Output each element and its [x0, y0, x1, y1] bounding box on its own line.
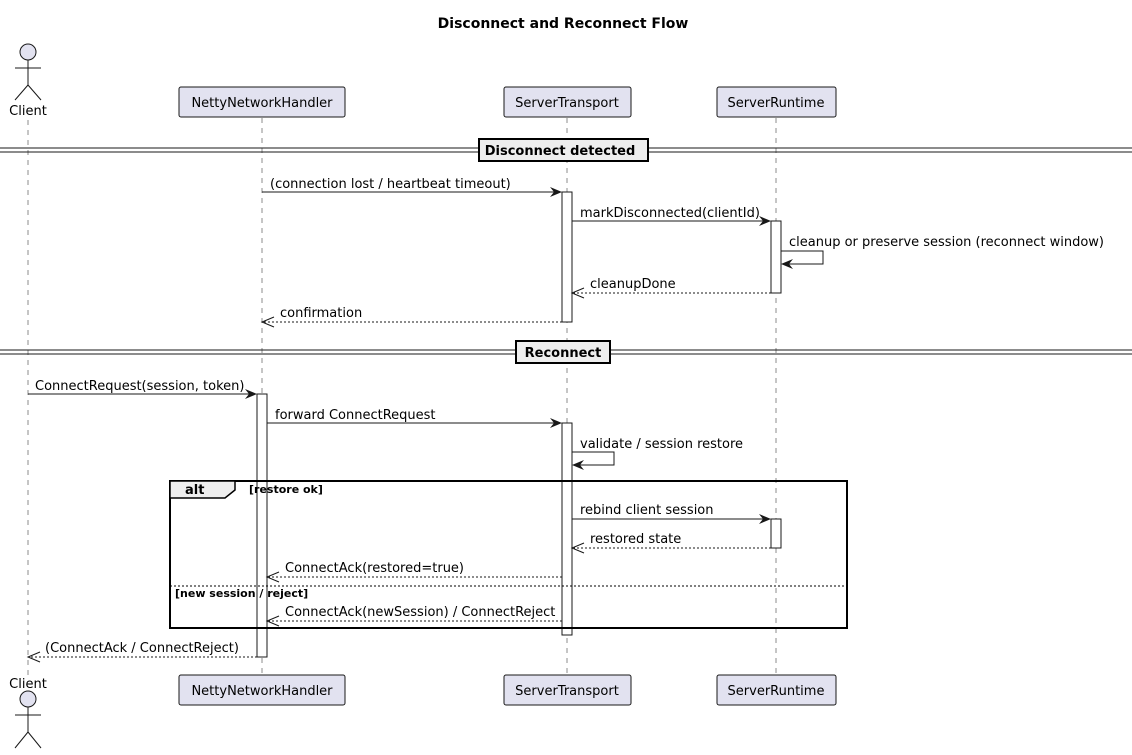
message-connect-ack-restored: ConnectAck(restored=true) — [265, 561, 562, 583]
divider-reconnect: Reconnect — [0, 340, 1132, 364]
message-label: rebind client session — [580, 503, 714, 518]
actor-client-top: Client — [9, 43, 47, 119]
arrowhead-icon — [26, 651, 41, 663]
diagram-title: Disconnect and Reconnect Flow — [438, 16, 689, 32]
participant-transport-top: ServerTransport — [503, 86, 632, 118]
activation-transport — [561, 191, 573, 323]
arrowhead-icon — [550, 418, 562, 428]
participant-runtime-label: ServerRuntime — [728, 96, 825, 111]
message-validate-self: validate / session restore — [572, 437, 743, 470]
participant-runtime-label: ServerRuntime — [728, 684, 825, 699]
actor-leg-left — [14, 84, 29, 101]
participant-box — [178, 86, 346, 118]
message-restored-state: restored state — [570, 532, 771, 554]
message-connect-ack-client: (ConnectAck / ConnectReject) — [26, 641, 257, 663]
message-mark-disconnected: markDisconnected(clientId) — [572, 206, 771, 226]
participant-client-label: Client — [9, 677, 47, 692]
message-label: restored state — [590, 532, 681, 547]
arrowhead-icon — [759, 514, 771, 524]
actor-client-bottom: Client — [9, 677, 47, 749]
activation-transport — [561, 422, 573, 636]
participant-transport-label: ServerTransport — [515, 684, 619, 699]
alt-keyword: alt — [185, 483, 204, 498]
alt-frame: alt [restore ok] [new session / reject] — [169, 480, 848, 629]
message-forward-connect-request: forward ConnectRequest — [267, 408, 562, 428]
participant-netty-top: NettyNetworkHandler — [178, 86, 346, 118]
arrowhead-icon — [759, 216, 771, 226]
message-label: ConnectRequest(session, token) — [35, 379, 244, 394]
participant-box — [503, 86, 632, 118]
message-line — [572, 451, 615, 466]
participant-transport-bottom: ServerTransport — [503, 674, 632, 706]
arrowhead-icon — [781, 259, 793, 269]
activation-runtime — [770, 220, 782, 294]
arrowhead-icon — [570, 542, 585, 554]
message-label: cleanup or preserve session (reconnect w… — [789, 235, 1104, 250]
message-label: (connection lost / heartbeat timeout) — [270, 177, 511, 192]
message-line — [781, 250, 824, 265]
alt-frame-tab — [169, 480, 236, 499]
participant-runtime-bottom: ServerRuntime — [716, 674, 837, 706]
alt-guard-new-session: [new session / reject] — [175, 587, 308, 600]
participant-box — [178, 674, 346, 706]
arrowhead-icon — [550, 187, 562, 197]
message-label: validate / session restore — [580, 437, 743, 452]
actor-leg-left — [14, 731, 29, 749]
arrowhead-icon — [572, 460, 584, 470]
participant-box — [503, 674, 632, 706]
message-rebind-session: rebind client session — [572, 503, 771, 524]
actor-head-icon — [19, 690, 37, 708]
message-cleanup-self: cleanup or preserve session (reconnect w… — [781, 235, 1104, 269]
arrowhead-icon — [570, 287, 585, 299]
arrowhead-icon — [245, 389, 257, 399]
actor-leg-right — [27, 84, 42, 101]
activation-netty — [256, 393, 268, 658]
actor-leg-right — [27, 731, 42, 749]
alt-guard-restore: [restore ok] — [249, 483, 323, 496]
message-label: cleanupDone — [590, 277, 676, 292]
message-confirmation: confirmation — [260, 306, 562, 328]
participant-client-label: Client — [9, 104, 47, 119]
arrowhead-icon — [260, 316, 275, 328]
message-label: ConnectAck(newSession) / ConnectReject — [285, 605, 555, 620]
message-connect-request: ConnectRequest(session, token) — [28, 379, 257, 399]
message-label: forward ConnectRequest — [275, 408, 436, 423]
message-label: (ConnectAck / ConnectReject) — [45, 641, 239, 656]
participant-netty-label: NettyNetworkHandler — [191, 96, 333, 111]
message-connection-lost: (connection lost / heartbeat timeout) — [262, 177, 562, 197]
arrowhead-icon — [265, 571, 280, 583]
message-label: markDisconnected(clientId) — [580, 206, 760, 221]
participant-box — [716, 86, 837, 118]
participant-netty-label: NettyNetworkHandler — [191, 684, 333, 699]
divider-label: Reconnect — [525, 346, 602, 361]
divider-box — [478, 138, 649, 162]
participant-box — [716, 674, 837, 706]
message-label: ConnectAck(restored=true) — [285, 561, 464, 576]
participant-transport-label: ServerTransport — [515, 96, 619, 111]
participant-runtime-top: ServerRuntime — [716, 86, 837, 118]
divider-label: Disconnect detected — [485, 144, 636, 159]
message-cleanup-done: cleanupDone — [570, 277, 771, 299]
divider-box — [515, 340, 611, 364]
actor-head-icon — [19, 43, 37, 61]
message-label: confirmation — [280, 306, 362, 321]
participant-netty-bottom: NettyNetworkHandler — [178, 674, 346, 706]
alt-frame-border — [169, 480, 848, 629]
divider-disconnect: Disconnect detected — [0, 138, 1132, 162]
arrowhead-icon — [265, 615, 280, 627]
message-connect-ack-new-session: ConnectAck(newSession) / ConnectReject — [265, 605, 562, 627]
activation-runtime — [770, 518, 782, 549]
